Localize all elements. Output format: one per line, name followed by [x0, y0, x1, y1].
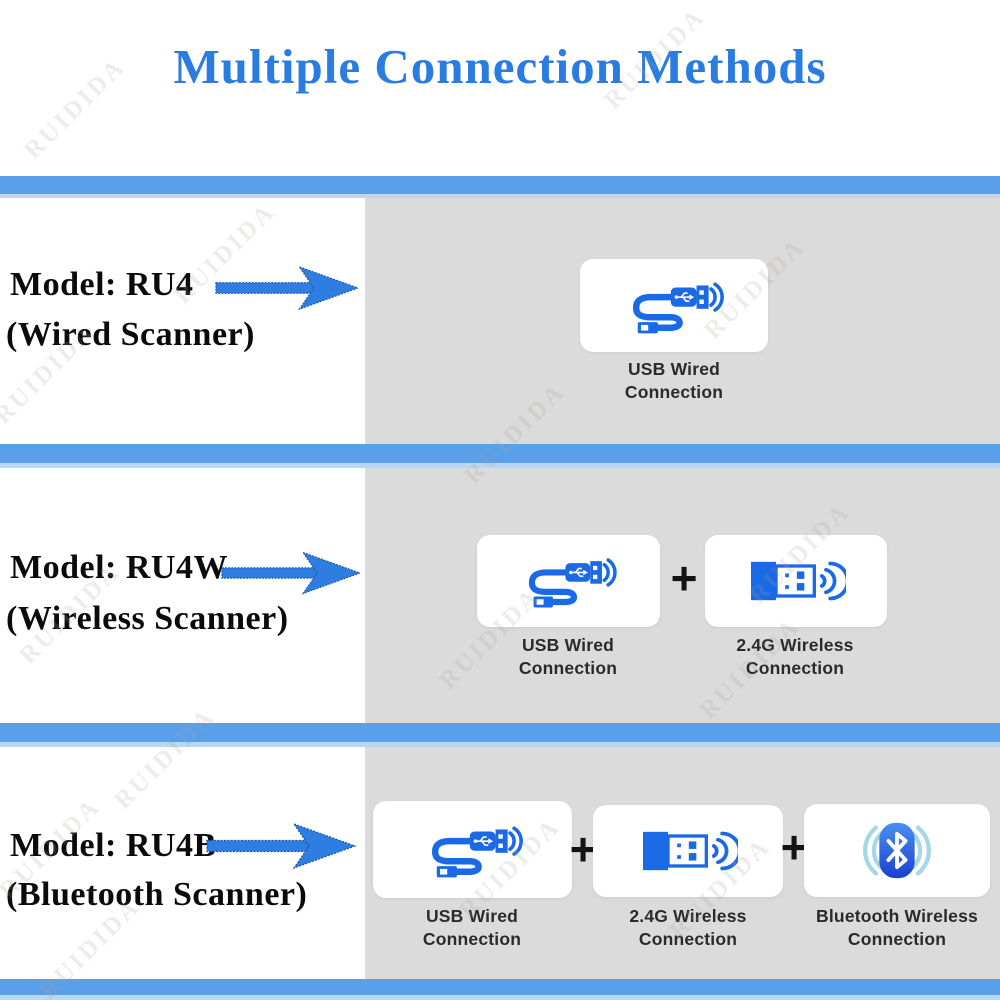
- page-title: Multiple Connection Methods: [173, 39, 827, 94]
- plus-sign: +: [670, 552, 698, 604]
- plus-sign: +: [780, 821, 808, 873]
- usb-wired-label: USB Wired Connection: [422, 906, 522, 950]
- bluetooth-icon: [849, 819, 945, 882]
- usb-wired-label: USB Wired Connection: [624, 359, 724, 403]
- row1-model-label: Model: RU4: [10, 266, 194, 303]
- bluetooth-label: Bluetooth Wireless Connection: [816, 906, 978, 950]
- divider-bar: [0, 723, 1000, 742]
- row2-gray-panel: [365, 468, 1000, 723]
- row2-scanner-type: (Wireless Scanner): [6, 600, 289, 637]
- bluetooth-card: [804, 804, 990, 897]
- divider-bar-edge: [0, 742, 1000, 747]
- usb-dongle-icon: [641, 829, 738, 873]
- divider-bar-edge: [0, 463, 1000, 468]
- divider-bar-edge: [0, 194, 1000, 198]
- right-arrow-icon: [215, 266, 358, 310]
- usb-wired-card: [477, 535, 660, 627]
- wireless-label: 2.4G Wireless Connection: [736, 635, 854, 679]
- wireless-label: 2.4G Wireless Connection: [629, 906, 747, 950]
- usb-wired-card: [580, 259, 768, 352]
- usb-cable-icon: [624, 277, 724, 335]
- row2-model-label: Model: RU4W: [10, 549, 228, 586]
- usb-wired-label: USB Wired Connection: [518, 635, 618, 679]
- wireless-dongle-card: [705, 535, 887, 627]
- row3-scanner-type: (Bluetooth Scanner): [6, 876, 308, 913]
- usb-dongle-icon: [749, 559, 846, 603]
- divider-bar: [0, 979, 1000, 995]
- divider-bar: [0, 176, 1000, 194]
- right-arrow-icon: [206, 823, 356, 869]
- watermark: RUIDIDA: [109, 702, 221, 815]
- wireless-dongle-card: [593, 805, 783, 897]
- row1-scanner-type: (Wired Scanner): [6, 316, 255, 353]
- row3-model-label: Model: RU4B: [10, 827, 217, 864]
- plus-sign: +: [569, 823, 597, 875]
- right-arrow-icon: [221, 551, 360, 595]
- divider-bar: [0, 444, 1000, 463]
- usb-cable-icon: [423, 821, 523, 879]
- usb-cable-icon: [520, 553, 617, 609]
- usb-wired-card: [373, 801, 572, 898]
- divider-bar-edge: [0, 995, 1000, 1000]
